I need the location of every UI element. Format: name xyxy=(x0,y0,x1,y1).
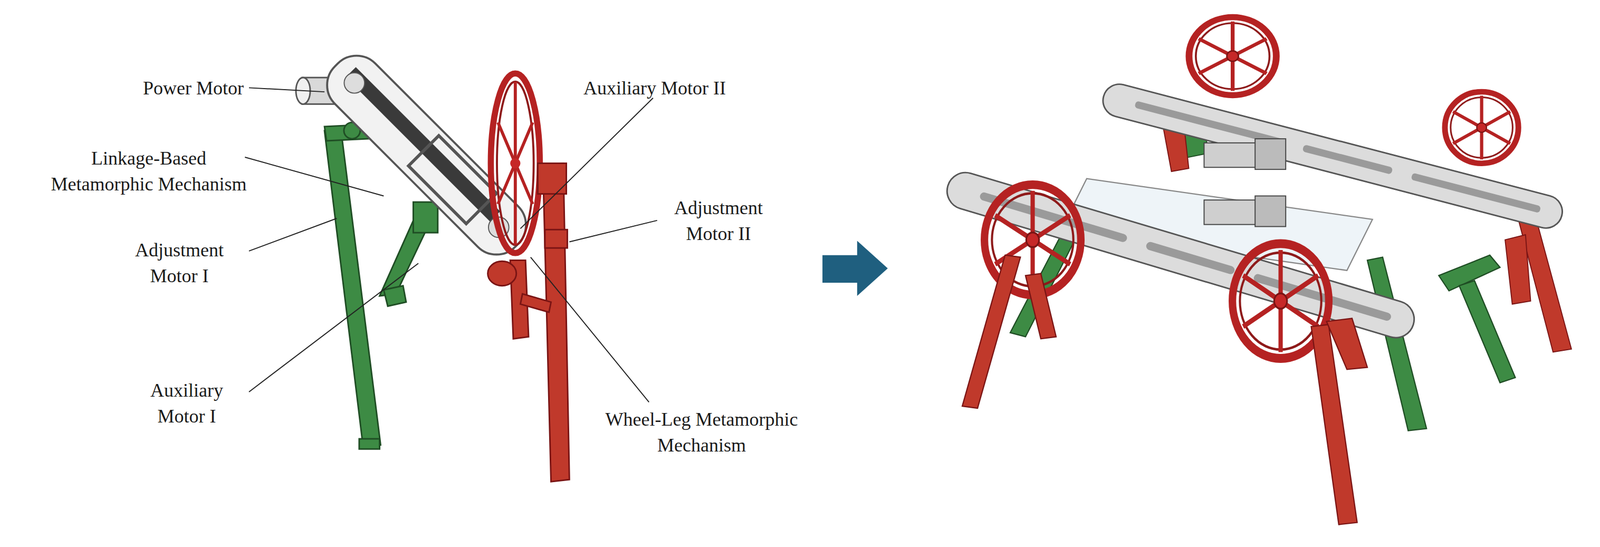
robot-back-parts-part xyxy=(1444,91,1519,164)
red-wheel-leg-part xyxy=(497,122,533,205)
leader-lines-part xyxy=(520,98,653,229)
lower-rail-part xyxy=(1145,241,1236,276)
green-leg-left-part xyxy=(383,285,407,307)
red-wheel-leg-part-part xyxy=(544,229,568,248)
belt-arm-part xyxy=(408,135,497,224)
robot-back-parts-part xyxy=(1505,234,1531,305)
belt-arm-part xyxy=(345,66,501,222)
part-label: Linkage-Based Metamorphic Mechanism xyxy=(43,145,255,197)
red-wheel-leg-part-part xyxy=(520,293,551,313)
leader-lines-part xyxy=(569,220,657,243)
leader-lines-part xyxy=(244,157,384,197)
part-label: Adjustment Motor II xyxy=(660,195,777,247)
red-wheel-leg-part xyxy=(490,73,540,254)
red-wheel-leg-part xyxy=(510,158,521,169)
green-leg-left-part xyxy=(359,438,380,449)
body-plate-part xyxy=(1203,199,1258,225)
belt-arm-part xyxy=(339,68,369,98)
robot-front-parts-part-part xyxy=(1025,273,1057,340)
upper-rail-part xyxy=(1410,173,1541,214)
robot-inner-legs-part xyxy=(1367,257,1427,431)
red-wheel-leg xyxy=(487,73,570,482)
red-wheel-leg-part xyxy=(497,122,533,205)
leader-lines-part xyxy=(530,257,649,403)
red-wheel-leg-part-part xyxy=(537,163,567,195)
robot-front-parts-part-part xyxy=(962,255,1021,409)
green-leg-left-part xyxy=(413,202,438,233)
robot-front-parts xyxy=(962,184,1368,525)
part-label: Adjustment Motor I xyxy=(121,237,238,289)
leader-lines-part xyxy=(248,218,337,252)
red-wheel-leg-part xyxy=(487,163,570,483)
body-plate-part xyxy=(1254,195,1286,227)
body-plate-part xyxy=(1203,142,1258,168)
body-plate-part xyxy=(1254,138,1286,170)
robot-front-parts-part-part xyxy=(1326,318,1368,370)
transition-arrow xyxy=(822,241,888,296)
robot-inner-legs-part xyxy=(1459,280,1516,383)
lower-rail xyxy=(942,168,1419,343)
part-label: Wheel-Leg Metamorphic Mechanism xyxy=(590,406,813,458)
robot-back-parts-part xyxy=(1189,16,1277,95)
leader-lines-part xyxy=(248,87,325,92)
lower-rail-part xyxy=(942,168,1419,343)
red-wheel-leg-part-part xyxy=(487,261,517,286)
part-label: Power Motor xyxy=(85,75,244,102)
robot-front-parts-part xyxy=(962,255,1368,525)
upper-rail-part xyxy=(1302,144,1394,175)
part-label: Auxiliary Motor II xyxy=(583,75,784,102)
leader-lines xyxy=(244,87,657,402)
leader-lines-part xyxy=(248,263,419,392)
red-wheel-leg-part-part xyxy=(542,163,570,483)
green-leg-left-part xyxy=(324,128,381,449)
part-label: Auxiliary Motor I xyxy=(136,377,237,429)
